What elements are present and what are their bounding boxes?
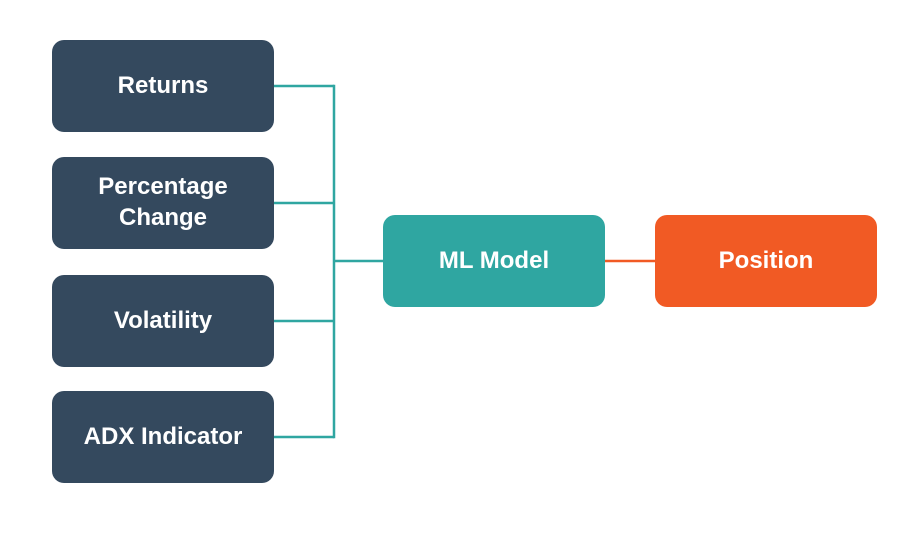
- feature-label: Percentage Change: [98, 173, 228, 231]
- feature-node-returns: Returns: [52, 40, 274, 132]
- feature-label: Volatility: [113, 306, 213, 334]
- position-label: Position: [718, 246, 814, 274]
- feature-node-adx-indicator: ADX Indicator: [52, 391, 274, 483]
- ml-model-label: ML Model: [438, 246, 550, 274]
- feature-connectors: [274, 84, 383, 439]
- position-node: Position: [655, 215, 877, 307]
- feature-node-percentage-change: Percentage Change: [52, 157, 274, 249]
- feature-label: ADX Indicator: [83, 422, 243, 450]
- ml-model-node: ML Model: [383, 215, 605, 307]
- feature-label: Returns: [117, 71, 209, 99]
- feature-node-volatility: Volatility: [52, 275, 274, 367]
